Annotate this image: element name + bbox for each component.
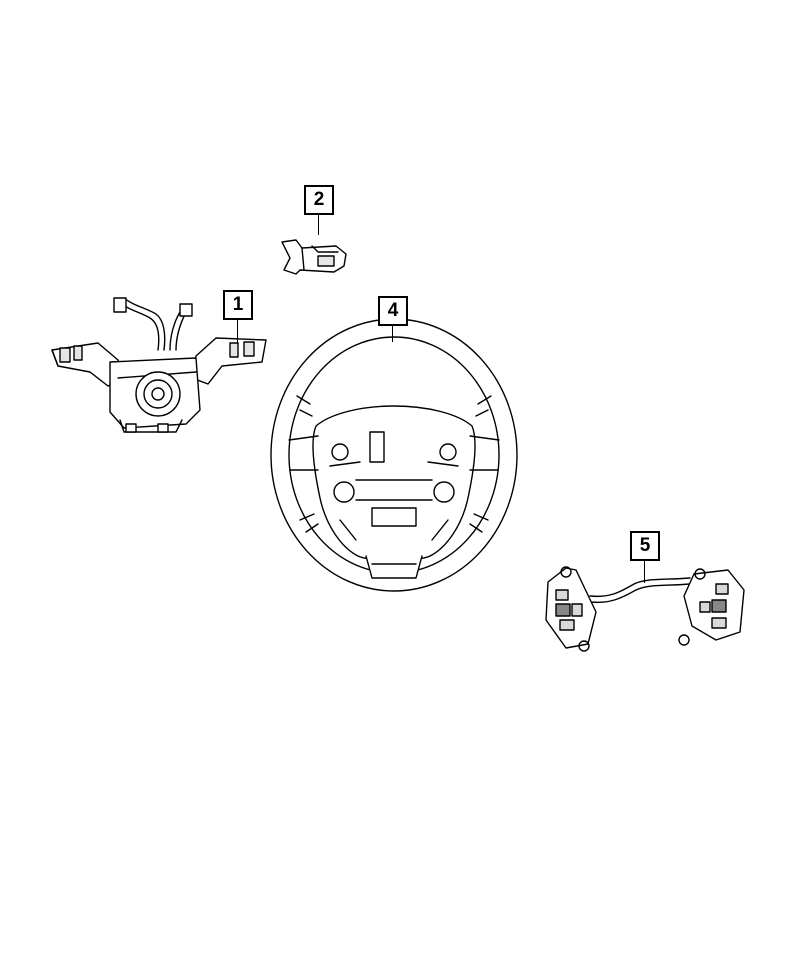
callout-2: 2 xyxy=(304,185,334,215)
callout-4: 4 xyxy=(378,296,408,326)
leader-line-4 xyxy=(392,326,393,342)
leader-line-1 xyxy=(237,320,238,344)
callout-5: 5 xyxy=(630,531,660,561)
steering-wheel-part xyxy=(270,318,518,592)
steering-wheel-controls-part xyxy=(545,566,745,652)
leader-line-2 xyxy=(318,215,319,235)
callout-1: 1 xyxy=(223,290,253,320)
switch-bracket-part xyxy=(281,239,347,275)
multifunction-switch-assembly xyxy=(51,297,267,433)
leader-line-5 xyxy=(644,561,645,583)
